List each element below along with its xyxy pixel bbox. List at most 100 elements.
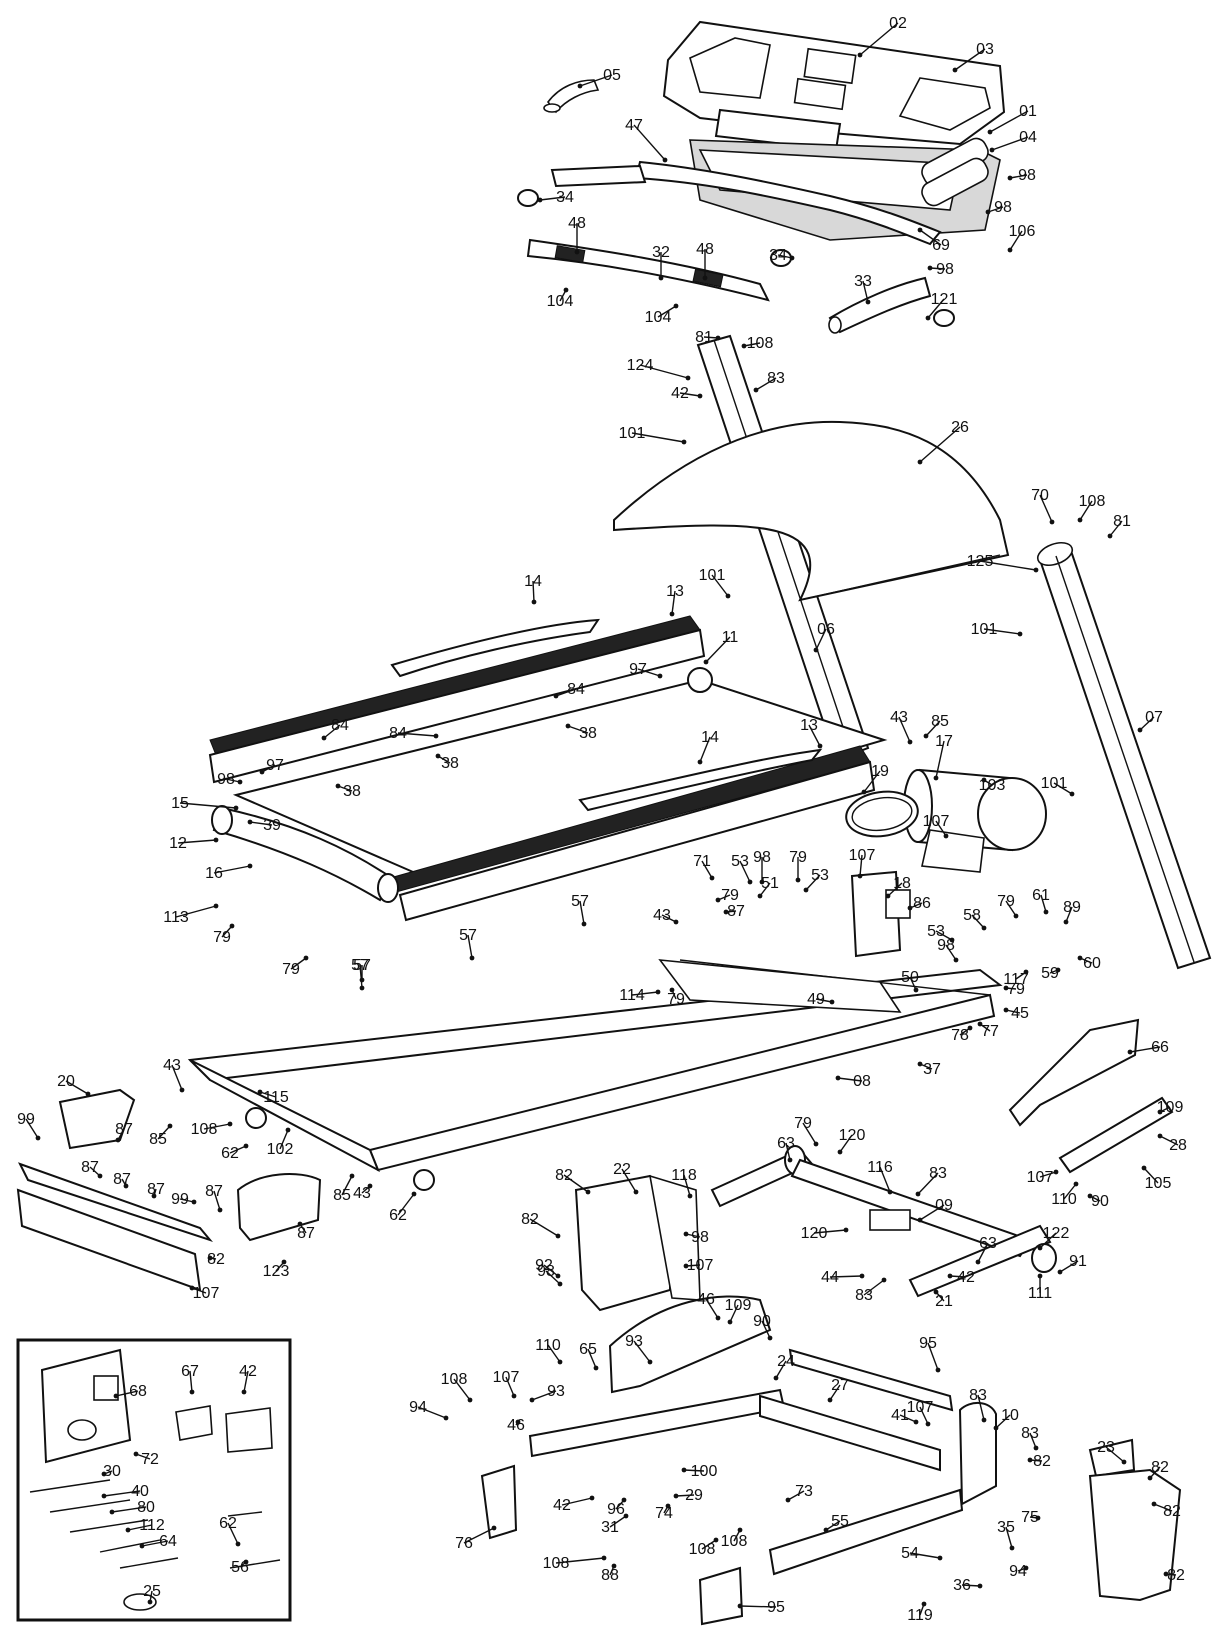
part-number-label: 61 [1032, 887, 1050, 904]
callout-leader-line [729, 1304, 739, 1323]
rear-feet-parts-35-36 [480, 1464, 744, 1626]
callout-anchor-dot [702, 275, 708, 281]
part-number-label: 111 [1028, 1285, 1052, 1302]
callout-leader-line [802, 1122, 817, 1145]
callout-leader-line [417, 1406, 447, 1419]
callout-anchor-dot [865, 299, 871, 305]
part-number-label: 110 [535, 1337, 561, 1354]
callout-anchor-dot [835, 1075, 841, 1081]
callout-anchor-dot [669, 611, 675, 617]
callout-leader-line [759, 882, 771, 897]
part-number-label: 48 [696, 241, 714, 258]
callout-anchor-dot [281, 1259, 287, 1265]
callout-leader-line [1139, 716, 1155, 731]
part-number-label: 100 [691, 1463, 718, 1480]
callout-anchor-dot [923, 733, 929, 739]
callout-anchor-dot [125, 1527, 131, 1533]
part-number-label: 56 [231, 1559, 249, 1576]
callout-anchor-dot [813, 1141, 819, 1147]
callout-anchor-dot [1077, 955, 1083, 961]
callout-anchor-dot [952, 67, 958, 73]
callout-leader-line [103, 1490, 141, 1497]
callout-anchor-dot [925, 315, 931, 321]
callout-anchor-dot [411, 1191, 417, 1197]
callout-anchor-dot [989, 147, 995, 153]
callout-leader-line [337, 785, 353, 792]
callout-leader-line [631, 432, 685, 443]
part-number-label: 13 [800, 717, 818, 734]
callout-leader-line [191, 1287, 207, 1294]
callout-anchor-dot [829, 999, 835, 1005]
callout-anchor-dot [1033, 567, 1039, 573]
callout-leader-line [739, 860, 751, 883]
callout-anchor-dot [241, 1389, 247, 1395]
part-number-label: 84 [389, 725, 407, 742]
rear-cover-part-22 [574, 1174, 701, 1312]
part-number-label: 50 [901, 969, 919, 986]
callout-anchor-dot [1007, 247, 1013, 253]
callout-anchor-dot [747, 879, 753, 885]
callout-anchor-dot [565, 723, 571, 729]
part-number-label: 15 [171, 795, 189, 812]
callout-leader-line [935, 930, 953, 941]
callout-leader-line [701, 1539, 717, 1550]
callout-anchor-dot [359, 985, 365, 991]
callout-anchor-dot [537, 197, 543, 203]
main-frame-part-08 [187, 959, 1003, 1191]
part-number-label: 19 [871, 763, 889, 780]
callout-leader-line [839, 1134, 853, 1153]
callout-anchor-dot [881, 1277, 887, 1283]
callout-leader-line [609, 1515, 627, 1528]
callout-anchor-dot [757, 893, 763, 899]
part-number-label: 79 [1007, 981, 1025, 998]
callout-anchor-dot [233, 805, 239, 811]
part-number-label: 62 [389, 1207, 407, 1224]
callout-leader-line [679, 392, 701, 397]
part-number-label: 97 [629, 661, 647, 678]
callout-anchor-dot [685, 375, 691, 381]
callout-leader-line [661, 914, 677, 923]
part-number-label: 83 [929, 1165, 947, 1182]
callout-anchor-dot [669, 987, 675, 993]
callout-leader-line [887, 882, 903, 897]
part-number-label: 94 [1009, 1563, 1027, 1580]
part-number-label: 91 [1069, 1253, 1087, 1270]
part-number-label: 113 [163, 909, 189, 926]
callout-leader-line [954, 48, 986, 71]
callout-leader-line [1029, 1432, 1037, 1449]
callout-leader-line [531, 1390, 557, 1401]
part-number-label: 124 [627, 357, 654, 374]
callout-leader-line [567, 725, 589, 734]
callout-leader-line [1039, 1232, 1057, 1249]
part-number-label: 79 [789, 849, 807, 866]
callout-leader-line [227, 1522, 239, 1545]
callout-leader-line [1105, 1446, 1125, 1463]
callout-leader-line [919, 229, 942, 246]
callout-anchor-dot [917, 459, 923, 465]
part-number-label: 81 [1113, 513, 1131, 530]
part-number-label: 36 [953, 1577, 971, 1594]
callout-anchor-dot [557, 1359, 563, 1365]
part-number-label: 16 [205, 865, 223, 882]
part-number-label: 125 [967, 553, 994, 570]
callout-leader-line [532, 580, 535, 603]
callout-leader-line [1065, 906, 1073, 923]
callout-leader-line [529, 1218, 559, 1237]
callout-anchor-dot [1087, 1193, 1093, 1199]
part-number-label: 01 [1019, 103, 1037, 120]
callout-anchor-dot [589, 1495, 595, 1501]
callout-anchor-dot [1055, 967, 1061, 973]
part-number-label: 115 [263, 1089, 289, 1106]
part-number-label: 31 [601, 1519, 619, 1536]
callout-leader-line [701, 860, 713, 879]
callout-anchor-dot [753, 387, 759, 393]
part-number-label: 14 [524, 573, 542, 590]
part-number-label: 123 [263, 1263, 290, 1280]
callout-leader-line [579, 74, 613, 87]
callout-anchor-dot [803, 887, 809, 893]
callout-anchor-dot [1023, 969, 1029, 975]
callout-anchor-dot [435, 753, 441, 759]
callout-leader-line [1159, 1135, 1179, 1146]
callout-leader-line [859, 854, 863, 877]
part-number-label: 22 [613, 1161, 631, 1178]
